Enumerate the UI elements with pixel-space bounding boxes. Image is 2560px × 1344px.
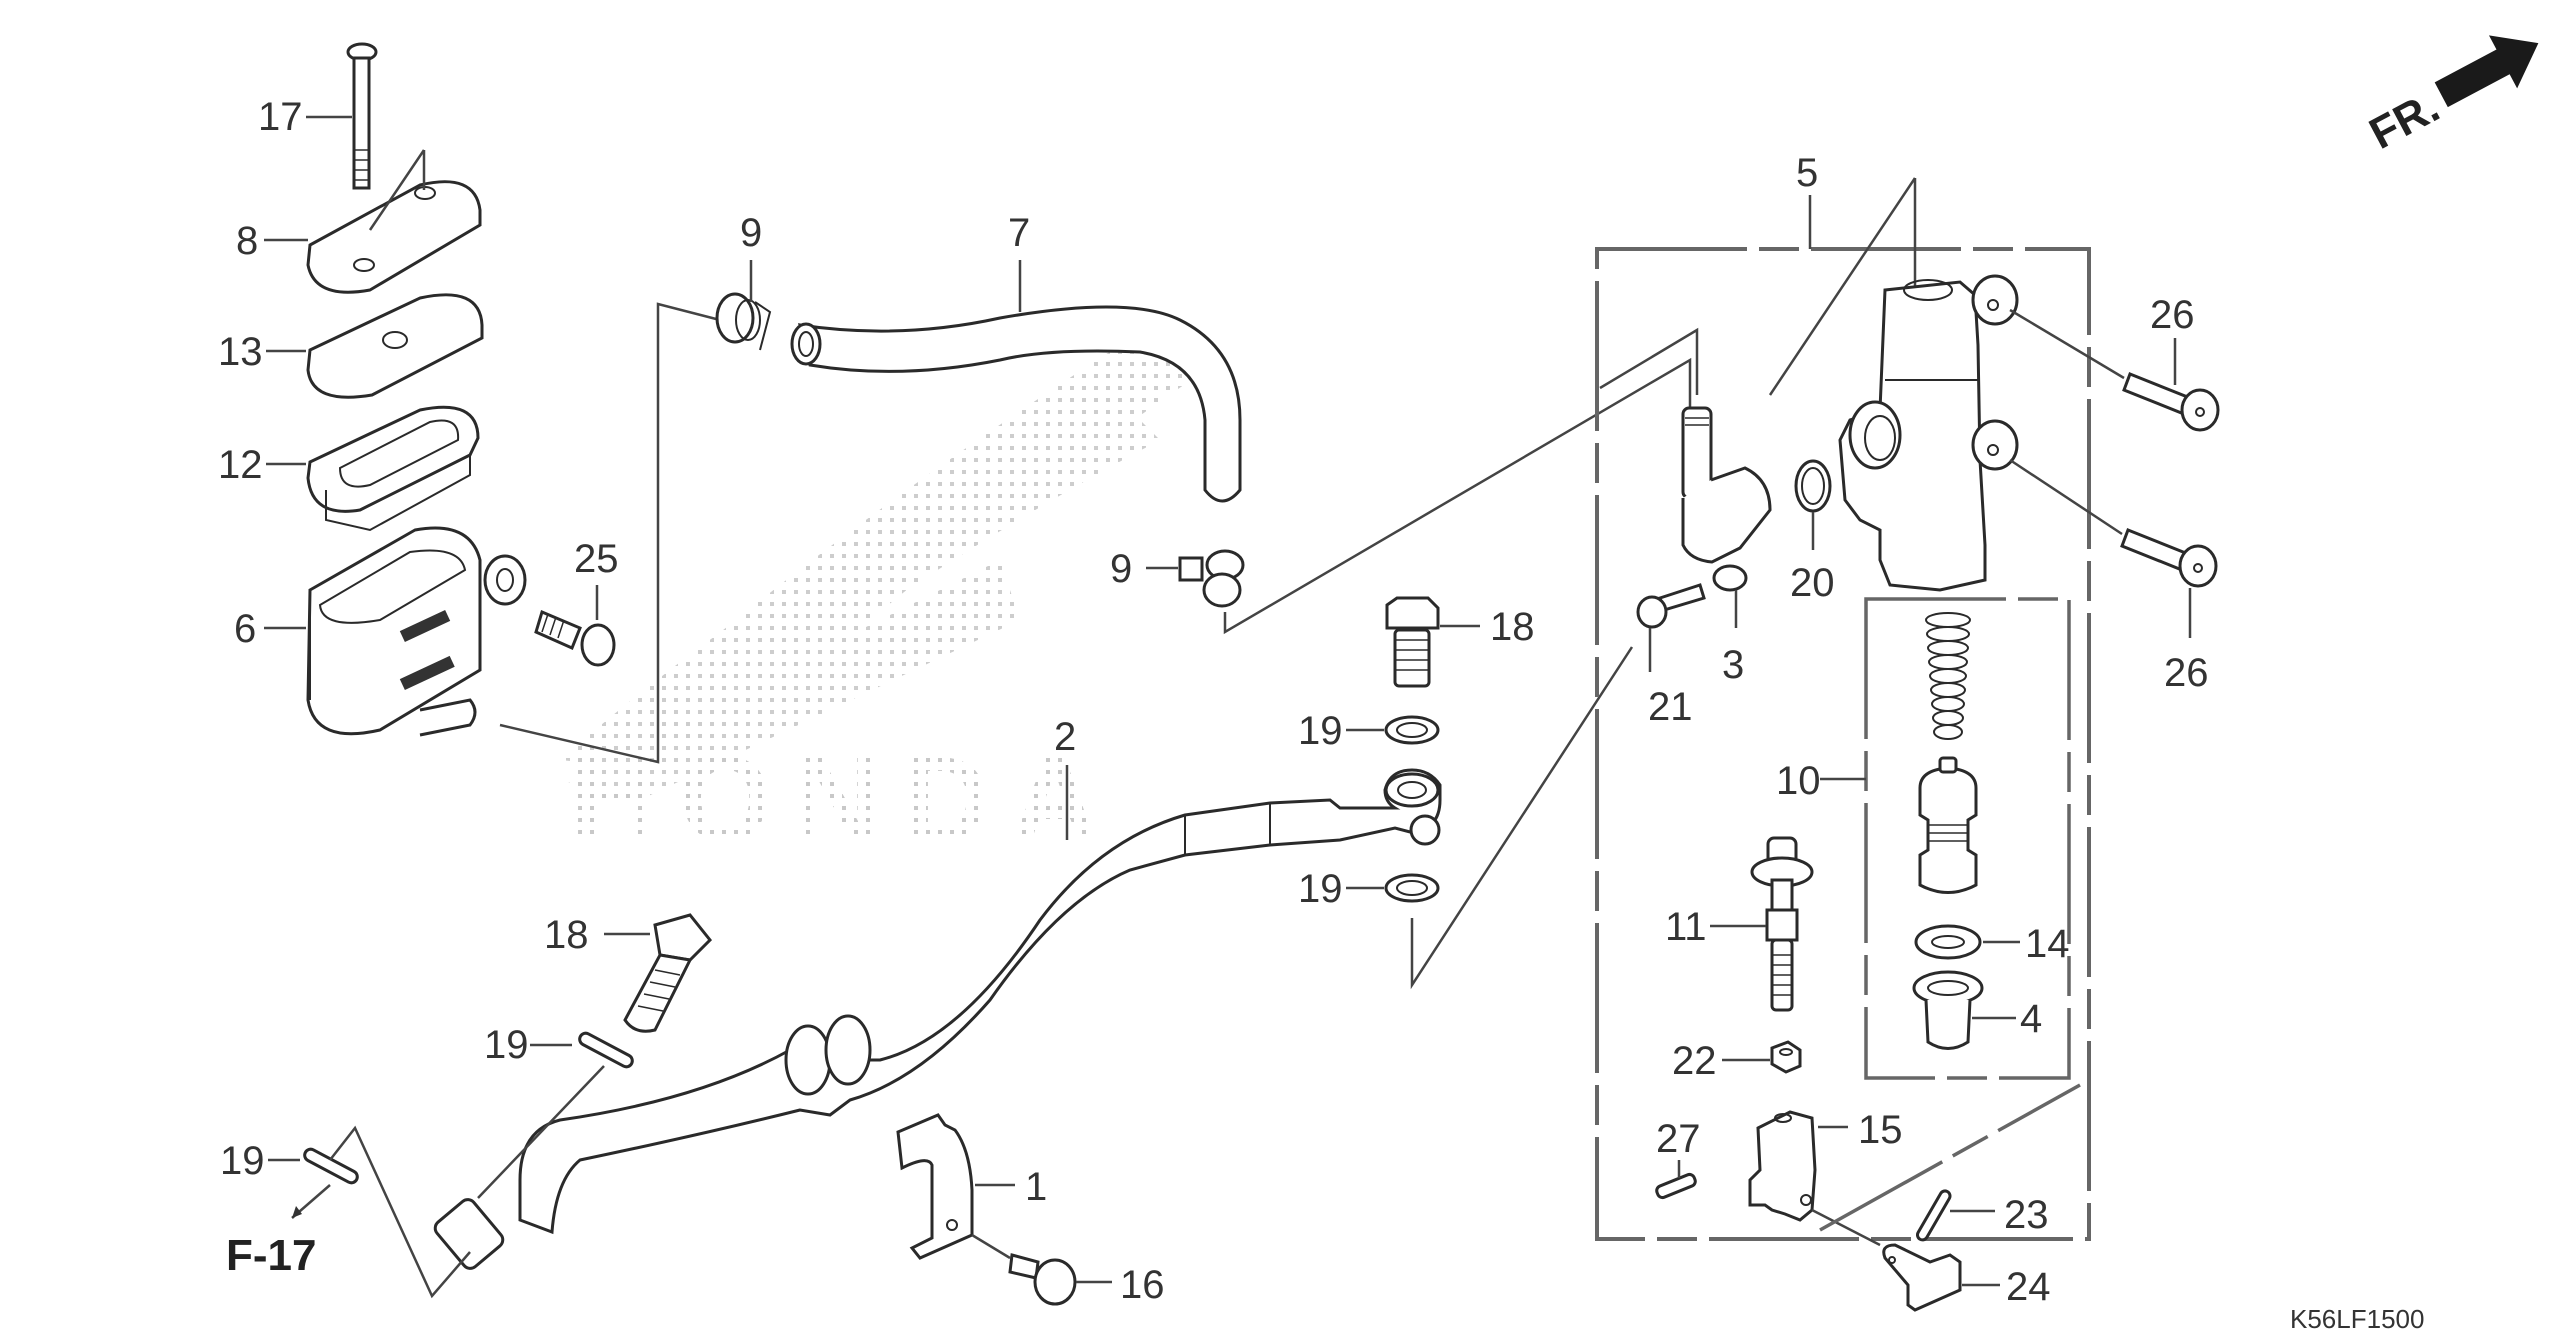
part-20-o-ring[interactable] xyxy=(1794,459,1832,513)
part-26-bolt-lower[interactable] xyxy=(2120,528,2218,588)
part-17-screw[interactable] xyxy=(346,42,378,190)
part-27-pin[interactable] xyxy=(1655,1172,1697,1200)
part-14-circlip[interactable] xyxy=(1914,924,1982,960)
callout-2[interactable]: 2 xyxy=(1054,715,1076,759)
callout-20[interactable]: 20 xyxy=(1790,561,1835,605)
callout-26-upper[interactable]: 26 xyxy=(2150,293,2195,337)
callout-15[interactable]: 15 xyxy=(1858,1108,1903,1152)
part-7-reservoir-hose[interactable] xyxy=(790,305,1242,503)
part-22-nut[interactable] xyxy=(1770,1040,1802,1074)
honda-text-watermark: HONDA xyxy=(570,732,1120,866)
piston-set-10-boundary xyxy=(1864,597,2071,1080)
callout-25[interactable]: 25 xyxy=(574,537,619,581)
part-6-reservoir[interactable] xyxy=(306,526,527,737)
callout-18-upper[interactable]: 18 xyxy=(1490,605,1535,649)
honda-wing-watermark xyxy=(560,320,1220,800)
part-8-reservoir-cap[interactable] xyxy=(306,180,482,294)
callout-19-a[interactable]: 19 xyxy=(1298,709,1343,753)
assembly-5-boundary xyxy=(1595,247,2091,1241)
reference-f17[interactable]: F-17 xyxy=(226,1231,316,1280)
callout-26-lower[interactable]: 26 xyxy=(2164,651,2209,695)
part-12-diaphragm[interactable] xyxy=(306,405,480,532)
callout-27[interactable]: 27 xyxy=(1656,1117,1701,1161)
callout-24[interactable]: 24 xyxy=(2006,1265,2051,1309)
callout-13[interactable]: 13 xyxy=(218,330,263,374)
callout-17[interactable]: 17 xyxy=(258,95,303,139)
callout-19-b[interactable]: 19 xyxy=(1298,867,1343,911)
part-10-piston[interactable] xyxy=(1918,756,1978,894)
callout-6[interactable]: 6 xyxy=(234,607,256,651)
callout-14[interactable]: 14 xyxy=(2025,922,2070,966)
callout-3[interactable]: 3 xyxy=(1722,643,1744,687)
callout-9-bottom[interactable]: 9 xyxy=(1110,547,1132,591)
callout-12[interactable]: 12 xyxy=(218,443,263,487)
part-18-oil-bolt-lower[interactable] xyxy=(623,913,713,1033)
diagram-code: K56LF1500 xyxy=(2290,1304,2424,1334)
part-16-bolt[interactable] xyxy=(1008,1253,1077,1306)
callout-7[interactable]: 7 xyxy=(1008,211,1030,255)
part-24-joint-pin[interactable] xyxy=(1882,1243,1962,1312)
callout-10[interactable]: 10 xyxy=(1776,759,1821,803)
part-13-reservoir-plate[interactable] xyxy=(306,293,484,399)
part-18-oil-bolt-upper[interactable] xyxy=(1385,596,1440,688)
part-21-screw[interactable] xyxy=(1636,583,1706,629)
part-11-push-rod[interactable] xyxy=(1750,836,1814,1012)
callout-4[interactable]: 4 xyxy=(2020,997,2042,1041)
part-19-washer-3[interactable] xyxy=(578,1031,635,1069)
callout-22[interactable]: 22 xyxy=(1672,1039,1717,1083)
part-9-hose-clip-top[interactable] xyxy=(715,292,772,351)
callout-18-lower[interactable]: 18 xyxy=(544,913,589,957)
part-3-hose-joint[interactable] xyxy=(1681,406,1772,592)
part-23-cotter-pin[interactable] xyxy=(1916,1189,1952,1242)
front-direction-indicator: FR. xyxy=(2362,35,2539,159)
part-10-spring[interactable] xyxy=(1925,612,1971,740)
front-label: FR. xyxy=(2362,82,2448,159)
part-2-brake-hose[interactable] xyxy=(432,768,1442,1272)
part-26-bolt-upper[interactable] xyxy=(2122,372,2220,432)
callout-11[interactable]: 11 xyxy=(1665,905,1707,949)
part-25-bolt[interactable] xyxy=(534,609,616,667)
arrow-to-f17-icon xyxy=(292,1206,302,1218)
callout-19-d[interactable]: 19 xyxy=(220,1139,265,1183)
part-19-washer-2[interactable] xyxy=(1384,873,1440,903)
callout-8[interactable]: 8 xyxy=(236,219,258,263)
part-5-master-cylinder-body[interactable] xyxy=(1838,274,2019,592)
part-1-hose-clamp[interactable] xyxy=(896,1113,974,1260)
part-15-joint[interactable] xyxy=(1748,1110,1817,1222)
callout-19-c[interactable]: 19 xyxy=(484,1023,529,1067)
callout-21[interactable]: 21 xyxy=(1648,685,1693,729)
part-19-washer-4[interactable] xyxy=(303,1147,360,1185)
part-19-washer-1[interactable] xyxy=(1384,715,1440,745)
callout-16[interactable]: 16 xyxy=(1120,1263,1165,1307)
callout-9-top[interactable]: 9 xyxy=(740,211,762,255)
callout-23[interactable]: 23 xyxy=(2004,1193,2049,1237)
callout-1[interactable]: 1 xyxy=(1025,1165,1047,1209)
callout-5[interactable]: 5 xyxy=(1796,151,1818,195)
part-9-hose-clip-bottom[interactable] xyxy=(1178,549,1245,608)
front-arrow-icon xyxy=(2434,35,2539,108)
watermark-text: HONDA xyxy=(570,732,1120,866)
part-4-boot[interactable] xyxy=(1912,970,1984,1050)
